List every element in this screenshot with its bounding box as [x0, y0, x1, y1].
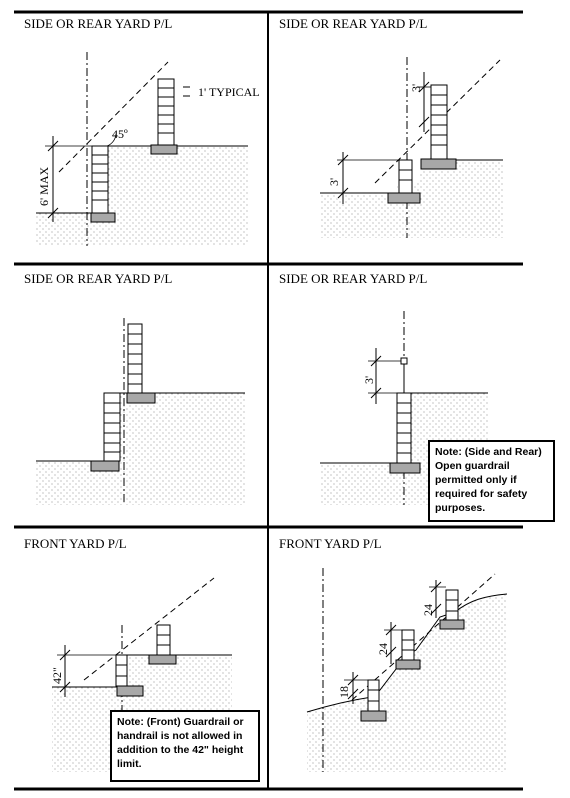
rail-dim-label: 3'	[362, 376, 376, 384]
typical-label: 1' TYPICAL	[198, 85, 260, 99]
panel-5-title: FRONT YARD P/L	[24, 536, 127, 551]
side-rear-note: Note: (Side and Rear) Open guardrail per…	[428, 440, 555, 522]
dim-2-label: 24	[376, 643, 390, 655]
panel-2-title: SIDE OR REAR YARD P/L	[279, 16, 427, 31]
step-wall-2	[395, 629, 421, 670]
upper-wall	[420, 84, 457, 170]
panel-grid	[14, 10, 523, 791]
upper-wall	[150, 78, 178, 155]
panel-6-title: FRONT YARD P/L	[279, 536, 382, 551]
lower-wall	[387, 159, 421, 204]
lower-wall	[115, 654, 144, 697]
step-dim-label: 3'	[409, 84, 423, 92]
angle-label: 45º	[112, 127, 128, 141]
wall	[389, 392, 421, 474]
rail-dim-label: 42"	[50, 667, 64, 684]
step-wall-1	[360, 679, 387, 722]
panel-2: SIDE OR REAR YARD P/L 3' 3'	[279, 16, 503, 238]
dim-3-label: 18	[337, 686, 351, 698]
upper-wall	[126, 323, 156, 404]
panel-6: FRONT YARD P/L 24 24	[279, 536, 508, 772]
panel-1-title: SIDE OR REAR YARD P/L	[24, 16, 172, 31]
panel-1: SIDE OR REAR YARD P/L 6' MAX 45º 1' TY	[24, 16, 260, 246]
dim-1-label: 24	[421, 604, 435, 616]
upper-wall	[148, 624, 177, 665]
lower-wall	[90, 145, 116, 223]
panel-3: SIDE OR REAR YARD P/L	[24, 271, 245, 505]
panel-3-title: SIDE OR REAR YARD P/L	[24, 271, 172, 286]
step-wall-3	[439, 589, 465, 630]
front-yard-note: Note: (Front) Guardrail or handrail is n…	[110, 710, 260, 782]
max-height-label: 6' MAX	[37, 167, 51, 206]
panel-4-title: SIDE OR REAR YARD P/L	[279, 271, 427, 286]
lower-wall	[90, 392, 121, 472]
wall-dim-label: 3'	[327, 178, 341, 186]
